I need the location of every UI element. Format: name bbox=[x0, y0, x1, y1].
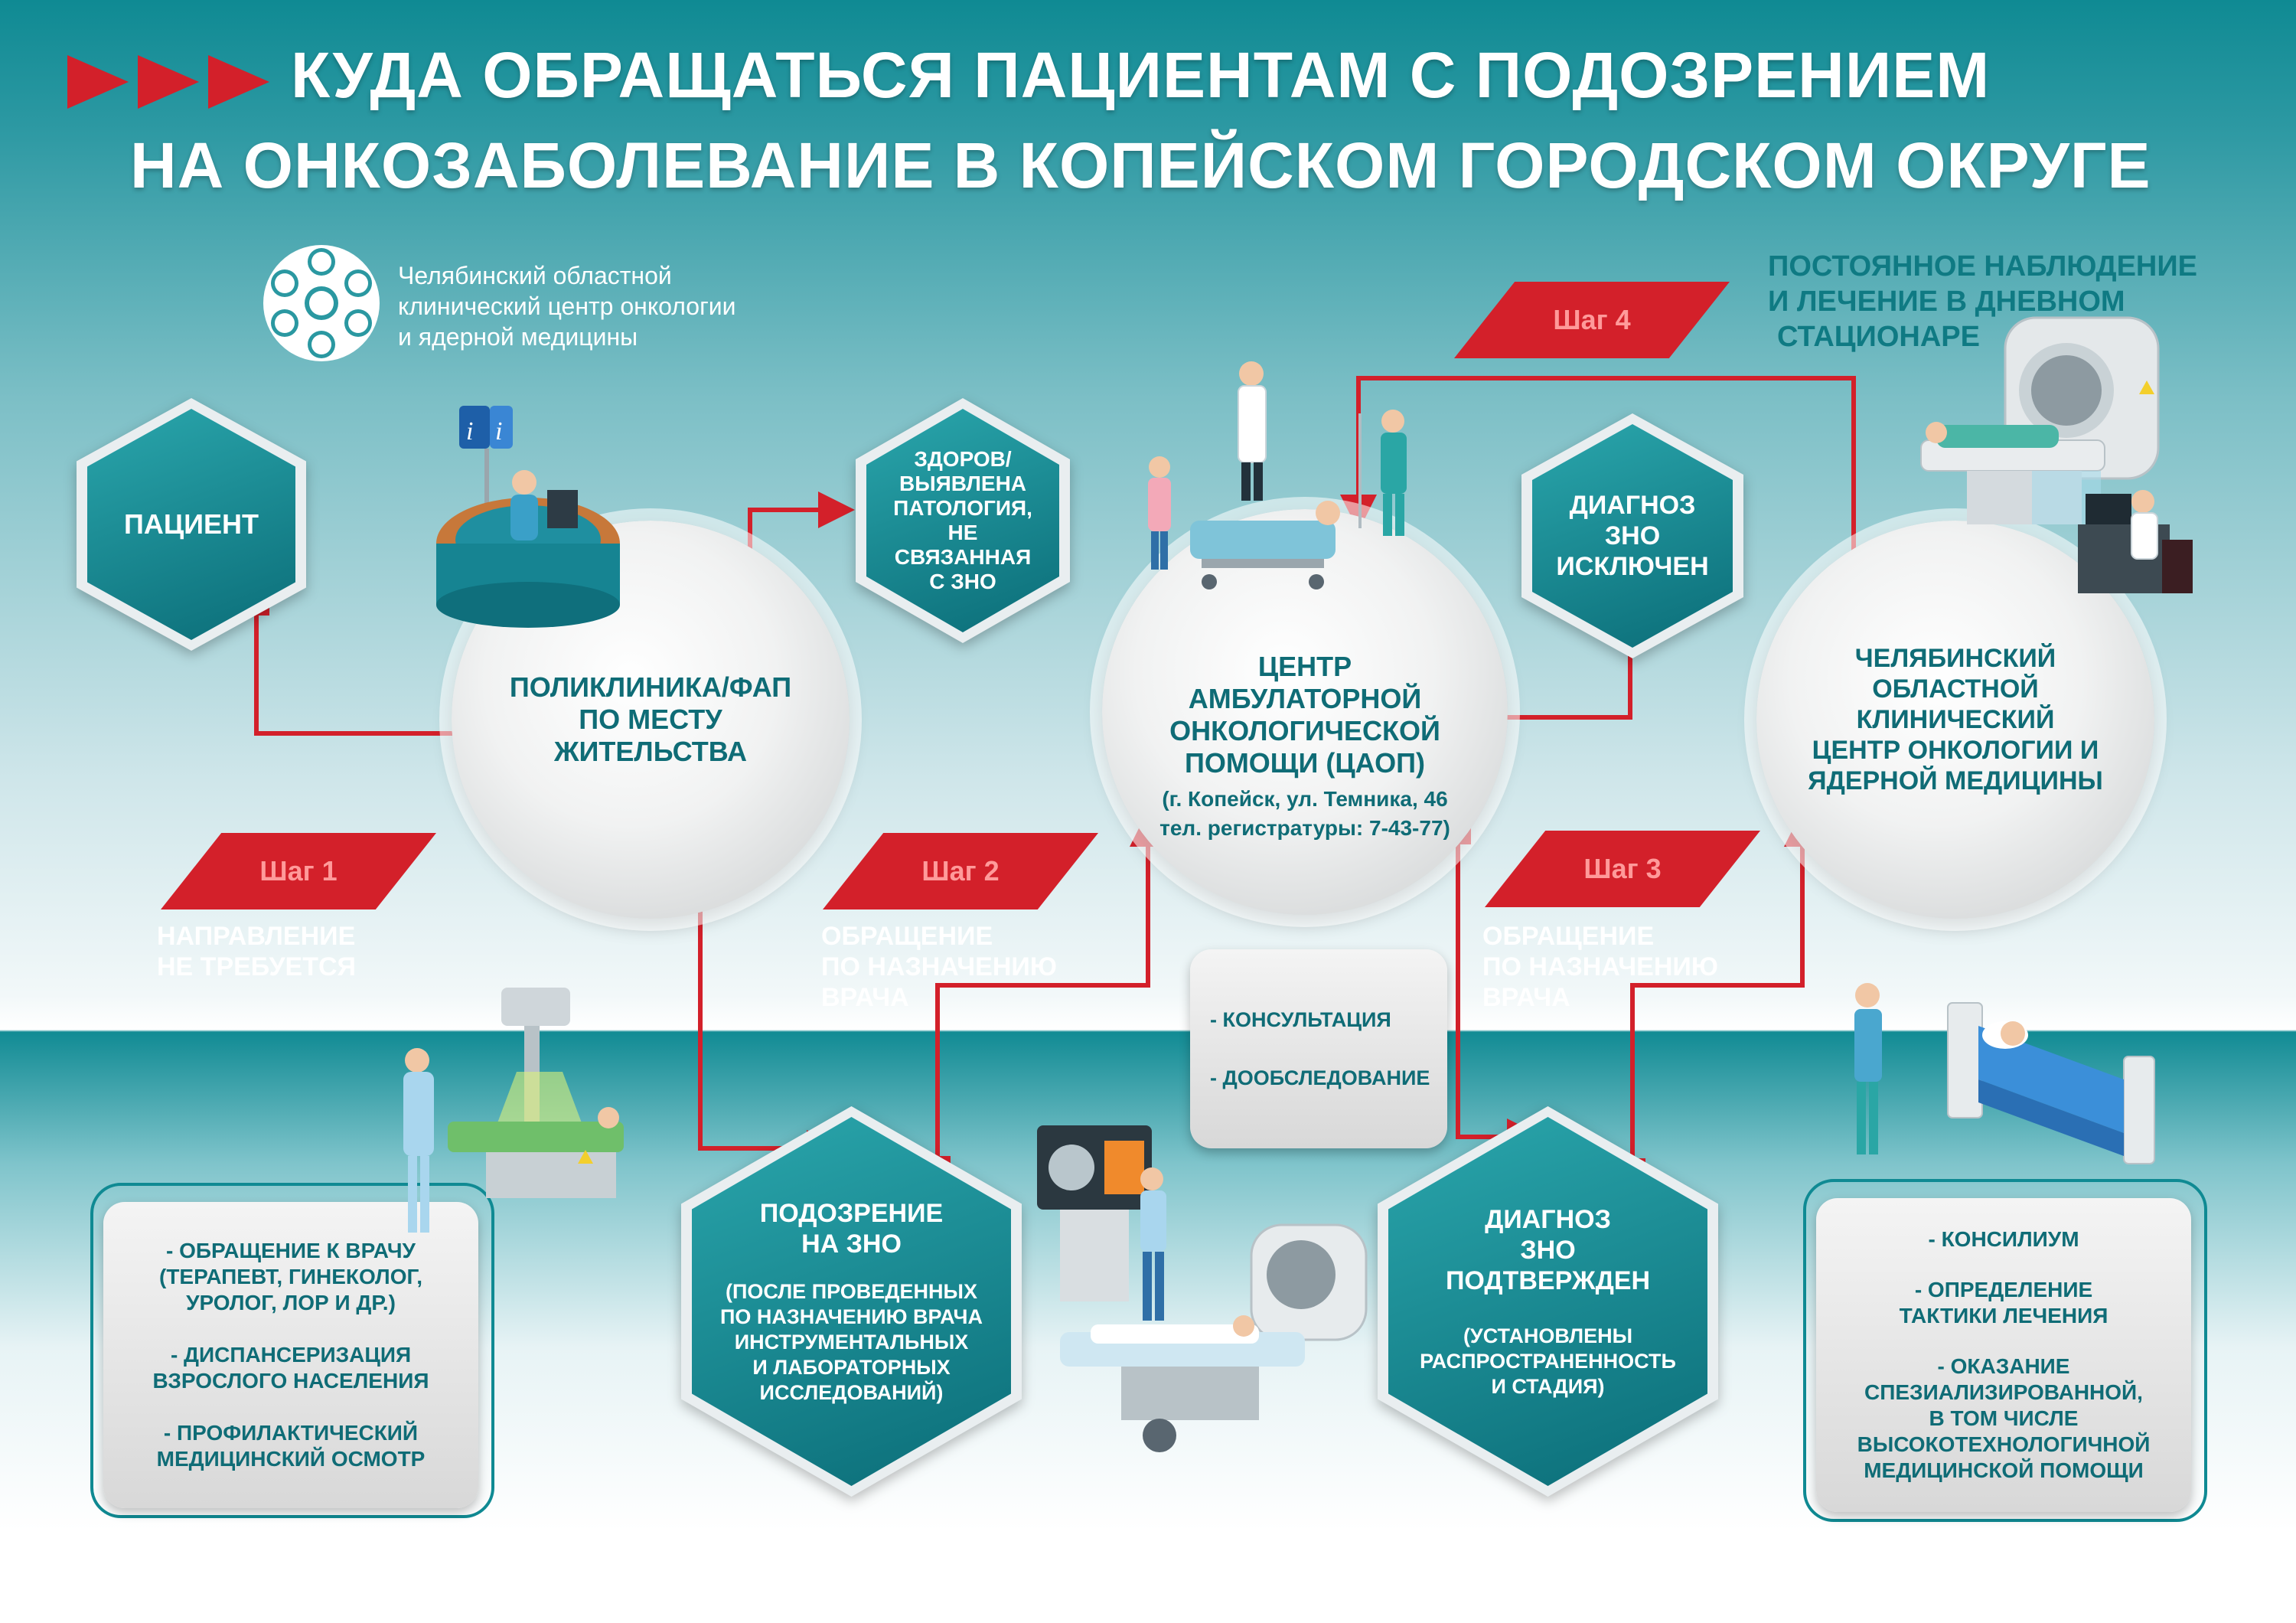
suspicion-detail-4: И ЛАБОРАТОРНЫХ bbox=[752, 1355, 951, 1379]
medical-staff-illustration bbox=[1133, 360, 1424, 612]
step-3-note-line-3: ВРАЧА bbox=[1482, 983, 1570, 1012]
left-item-3-line-1: - ПРОФИЛАКТИЧЕСКИЙ bbox=[163, 1421, 419, 1445]
suspicion-detail-5: ИССЛЕДОВАНИЙ) bbox=[759, 1380, 944, 1404]
suspicion-detail-2: ПО НАЗНАЧЕНИЮ ВРАЧА bbox=[719, 1305, 983, 1328]
left-box-frame bbox=[90, 1183, 494, 1518]
caop-circle: ЦЕНТР АМБУЛАТОРНОЙ ОНКОЛОГИЧЕСКОЙ ПОМОЩИ… bbox=[1102, 509, 1508, 915]
right-item-2-line-1: - ОПРЕДЕЛЕНИЕ bbox=[1914, 1278, 2093, 1301]
left-item-1-line-1: - ОБРАЩЕНИЕ К ВРАЧУ bbox=[166, 1239, 416, 1262]
step-2-note: ОБРАЩЕНИЕ ПО НАЗНАЧЕНИЮ ВРАЧА bbox=[821, 921, 1057, 1013]
regional-line-3: КЛИНИЧЕСКИЙ bbox=[1856, 705, 2055, 734]
info-sign-letter-2: i bbox=[495, 417, 502, 446]
excluded-line-3: ИСКЛЮЧЕН bbox=[1556, 552, 1709, 581]
suspicion-detail-1: (ПОСЛЕ ПРОВЕДЕННЫХ bbox=[726, 1279, 977, 1303]
step-2-note-line-1: ОБРАЩЕНИЕ bbox=[821, 922, 993, 951]
right-item-3-line-1: - ОКАЗАНИЕ bbox=[1937, 1354, 2070, 1378]
step-1-note-line-2: НЕ ТРЕБУЕТСЯ bbox=[157, 952, 356, 981]
arrow-confirmed-to-regional bbox=[1630, 810, 1821, 1171]
info-sign-letter-1: i bbox=[466, 417, 473, 446]
reception-illustration: i i bbox=[425, 406, 631, 635]
regional-line-4: ЦЕНТР ОНКОЛОГИИ И bbox=[1812, 736, 2099, 765]
confirmed-detail-2: РАСПРОСТРАНЕННОСТЬ bbox=[1420, 1349, 1676, 1373]
observation-text: ПОСТОЯННОЕ НАБЛЮДЕНИЕ И ЛЕЧЕНИЕ В ДНЕВНО… bbox=[1768, 249, 2197, 354]
regional-line-2: ОБЛАСТНОЙ bbox=[1872, 674, 2039, 704]
right-item-3-line-2: СПЕЗИАЛИЗИРОВАННОЙ, bbox=[1864, 1380, 2143, 1404]
left-info-box: - ОБРАЩЕНИЕ К ВРАЧУ (ТЕРАПЕВТ, ГИНЕКОЛОГ… bbox=[103, 1202, 478, 1508]
caop-phone: тел. регистратуры: 7-43-77) bbox=[1159, 816, 1450, 840]
consultation-item: - КОНСУЛЬТАЦИЯ bbox=[1210, 1008, 1391, 1031]
healthy-line-3: ПАТОЛОГИЯ, bbox=[893, 496, 1032, 520]
caop-line-2: АМБУЛАТОРНОЙ bbox=[1188, 683, 1422, 714]
clinic-line-2: ПО МЕСТУ bbox=[579, 704, 722, 735]
confirmed-detail-1: (УСТАНОВЛЕНЫ bbox=[1463, 1324, 1633, 1347]
right-item-3-line-5: МЕДИЦИНСКОЙ ПОМОЩИ bbox=[1864, 1458, 2144, 1482]
observation-line-1: ПОСТОЯННОЕ НАБЛЮДЕНИЕ bbox=[1768, 250, 2198, 282]
caop-line-1: ЦЕНТР bbox=[1257, 651, 1352, 682]
logo-text: Челябинский областной клинический центр … bbox=[398, 260, 736, 352]
left-item-1-line-2: (ТЕРАПЕВТ, ГИНЕКОЛОГ, bbox=[159, 1265, 422, 1288]
step-3-note: ОБРАЩЕНИЕ ПО НАЗНАЧЕНИЮ ВРАЧА bbox=[1482, 921, 1718, 1013]
confirmed-line-3: ПОДТВЕРЖДЕН bbox=[1445, 1265, 1651, 1295]
step-3-note-line-1: ОБРАЩЕНИЕ bbox=[1482, 922, 1655, 951]
suspicion-detail-3: ИНСТРУМЕНТАЛЬНЫХ bbox=[734, 1330, 969, 1354]
step-3-note-line-2: ПО НАЗНАЧЕНИЮ bbox=[1482, 952, 1718, 981]
patient-label: ПАЦИЕНТ bbox=[123, 508, 259, 540]
right-item-2-line-2: ТАКТИКИ ЛЕЧЕНИЯ bbox=[1899, 1304, 2108, 1327]
right-info-box: - КОНСИЛИУМ - ОПРЕДЕЛЕНИЕ ТАКТИКИ ЛЕЧЕНИ… bbox=[1816, 1198, 2191, 1512]
logo-line-2: клинический центр онкологии bbox=[398, 292, 736, 320]
left-item-2-line-2: ВЗРОСЛОГО НАСЕЛЕНИЯ bbox=[152, 1369, 429, 1393]
healthy-line-5: С ЗНО bbox=[929, 570, 996, 593]
left-item-3-line-2: МЕДИЦИНСКИЙ ОСМОТР bbox=[156, 1447, 426, 1471]
left-item-1-line-3: УРОЛОГ, ЛОР И ДР.) bbox=[186, 1291, 396, 1314]
additional-exam-item: - ДООБСЛЕДОВАНИЕ bbox=[1210, 1066, 1430, 1089]
confirmed-detail-3: И СТАДИЯ) bbox=[1491, 1374, 1605, 1398]
observation-line-3: СТАЦИОНАРЕ bbox=[1777, 321, 1980, 353]
logo-line-1: Челябинский областной bbox=[398, 262, 672, 289]
scanner-illustration bbox=[1906, 310, 2212, 632]
suspicion-hexagon: ПОДОЗРЕНИЕ НА ЗНО (ПОСЛЕ ПРОВЕДЕННЫХ ПО … bbox=[681, 1106, 1022, 1497]
caop-address: (г. Копейск, ул. Темника, 46 bbox=[1162, 787, 1448, 811]
healthy-line-1: ЗДОРОВ/ bbox=[914, 447, 1012, 471]
caop-line-3: ОНКОЛОГИЧЕСКОЙ bbox=[1169, 715, 1440, 746]
confirmed-hexagon: ДИАГНОЗ ЗНО ПОДТВЕРЖДЕН (УСТАНОВЛЕНЫ РАС… bbox=[1378, 1106, 1718, 1497]
page-title-line-2: НА ОНКОЗАБОЛЕВАНИЕ В КОПЕЙСКОМ ГОРОДСКОМ… bbox=[130, 129, 2151, 201]
clinic-line-3: ЖИТЕЛЬСТВА bbox=[554, 736, 747, 767]
consultation-box: - КОНСУЛЬТАЦИЯ - ДООБСЛЕДОВАНИЕ bbox=[1190, 949, 1447, 1148]
confirmed-line-1: ДИАГНОЗ bbox=[1485, 1204, 1611, 1234]
step-2-note-line-3: ВРАЧА bbox=[821, 983, 909, 1012]
red-arrows-icon bbox=[67, 55, 269, 109]
ct-scan-illustration bbox=[1029, 1079, 1389, 1478]
step-2-note-line-2: ПО НАЗНАЧЕНИЮ bbox=[821, 952, 1057, 981]
arrow-suspicion-to-caop bbox=[935, 810, 1166, 1167]
excluded-hexagon: ДИАГНОЗ ЗНО ИСКЛЮЧЕН bbox=[1521, 413, 1743, 658]
left-item-2-line-1: - ДИСПАНСЕРИЗАЦИЯ bbox=[170, 1343, 412, 1367]
suspicion-line-2: НА ЗНО bbox=[801, 1229, 902, 1259]
healthy-line-4: НЕ СВЯЗАННАЯ bbox=[894, 521, 1032, 569]
regional-line-5: ЯДЕРНОЙ МЕДИЦИНЫ bbox=[1808, 766, 2103, 795]
healthy-hexagon: ЗДОРОВ/ ВЫЯВЛЕНА ПАТОЛОГИЯ, НЕ СВЯЗАННАЯ… bbox=[856, 398, 1070, 643]
excluded-line-2: ЗНО bbox=[1604, 521, 1661, 550]
right-box-frame bbox=[1803, 1179, 2207, 1522]
excluded-line-1: ДИАГНОЗ bbox=[1569, 491, 1696, 520]
caop-line-4: ПОМОЩИ (ЦАОП) bbox=[1184, 747, 1426, 779]
right-item-3-line-4: ВЫСОКОТЕХНОЛОГИЧНОЙ bbox=[1857, 1432, 2151, 1456]
regional-line-1: ЧЕЛЯБИНСКИЙ bbox=[1854, 644, 2056, 673]
patient-hexagon: ПАЦИЕНТ bbox=[77, 398, 306, 651]
right-item-1: - КОНСИЛИУМ bbox=[1928, 1227, 2079, 1251]
healthy-line-2: ВЫЯВЛЕНА bbox=[899, 472, 1027, 495]
right-item-3-line-3: В ТОМ ЧИСЛЕ bbox=[1929, 1406, 2079, 1430]
logo-line-3: и ядерной медицины bbox=[398, 323, 638, 351]
observation-line-2: И ЛЕЧЕНИЕ В ДНЕВНОМ bbox=[1768, 286, 2125, 318]
arrow-patient-to-clinic bbox=[254, 603, 530, 752]
hospital-bed-illustration bbox=[1833, 980, 2170, 1210]
suspicion-line-1: ПОДОЗРЕНИЕ bbox=[759, 1198, 944, 1228]
page-title-line-1: КУДА ОБРАЩАТЬСЯ ПАЦИЕНТАМ С ПОДОЗРЕНИЕМ bbox=[291, 39, 1991, 111]
oncology-center-logo bbox=[263, 245, 380, 361]
step-1-note: НАПРАВЛЕНИЕ НЕ ТРЕБУЕТСЯ bbox=[157, 921, 356, 982]
clinic-line-1: ПОЛИКЛИНИКА/ФАП bbox=[509, 671, 792, 703]
step-1-note-line-1: НАПРАВЛЕНИЕ bbox=[157, 922, 356, 951]
xray-illustration bbox=[386, 988, 631, 1263]
confirmed-line-2: ЗНО bbox=[1520, 1235, 1576, 1265]
